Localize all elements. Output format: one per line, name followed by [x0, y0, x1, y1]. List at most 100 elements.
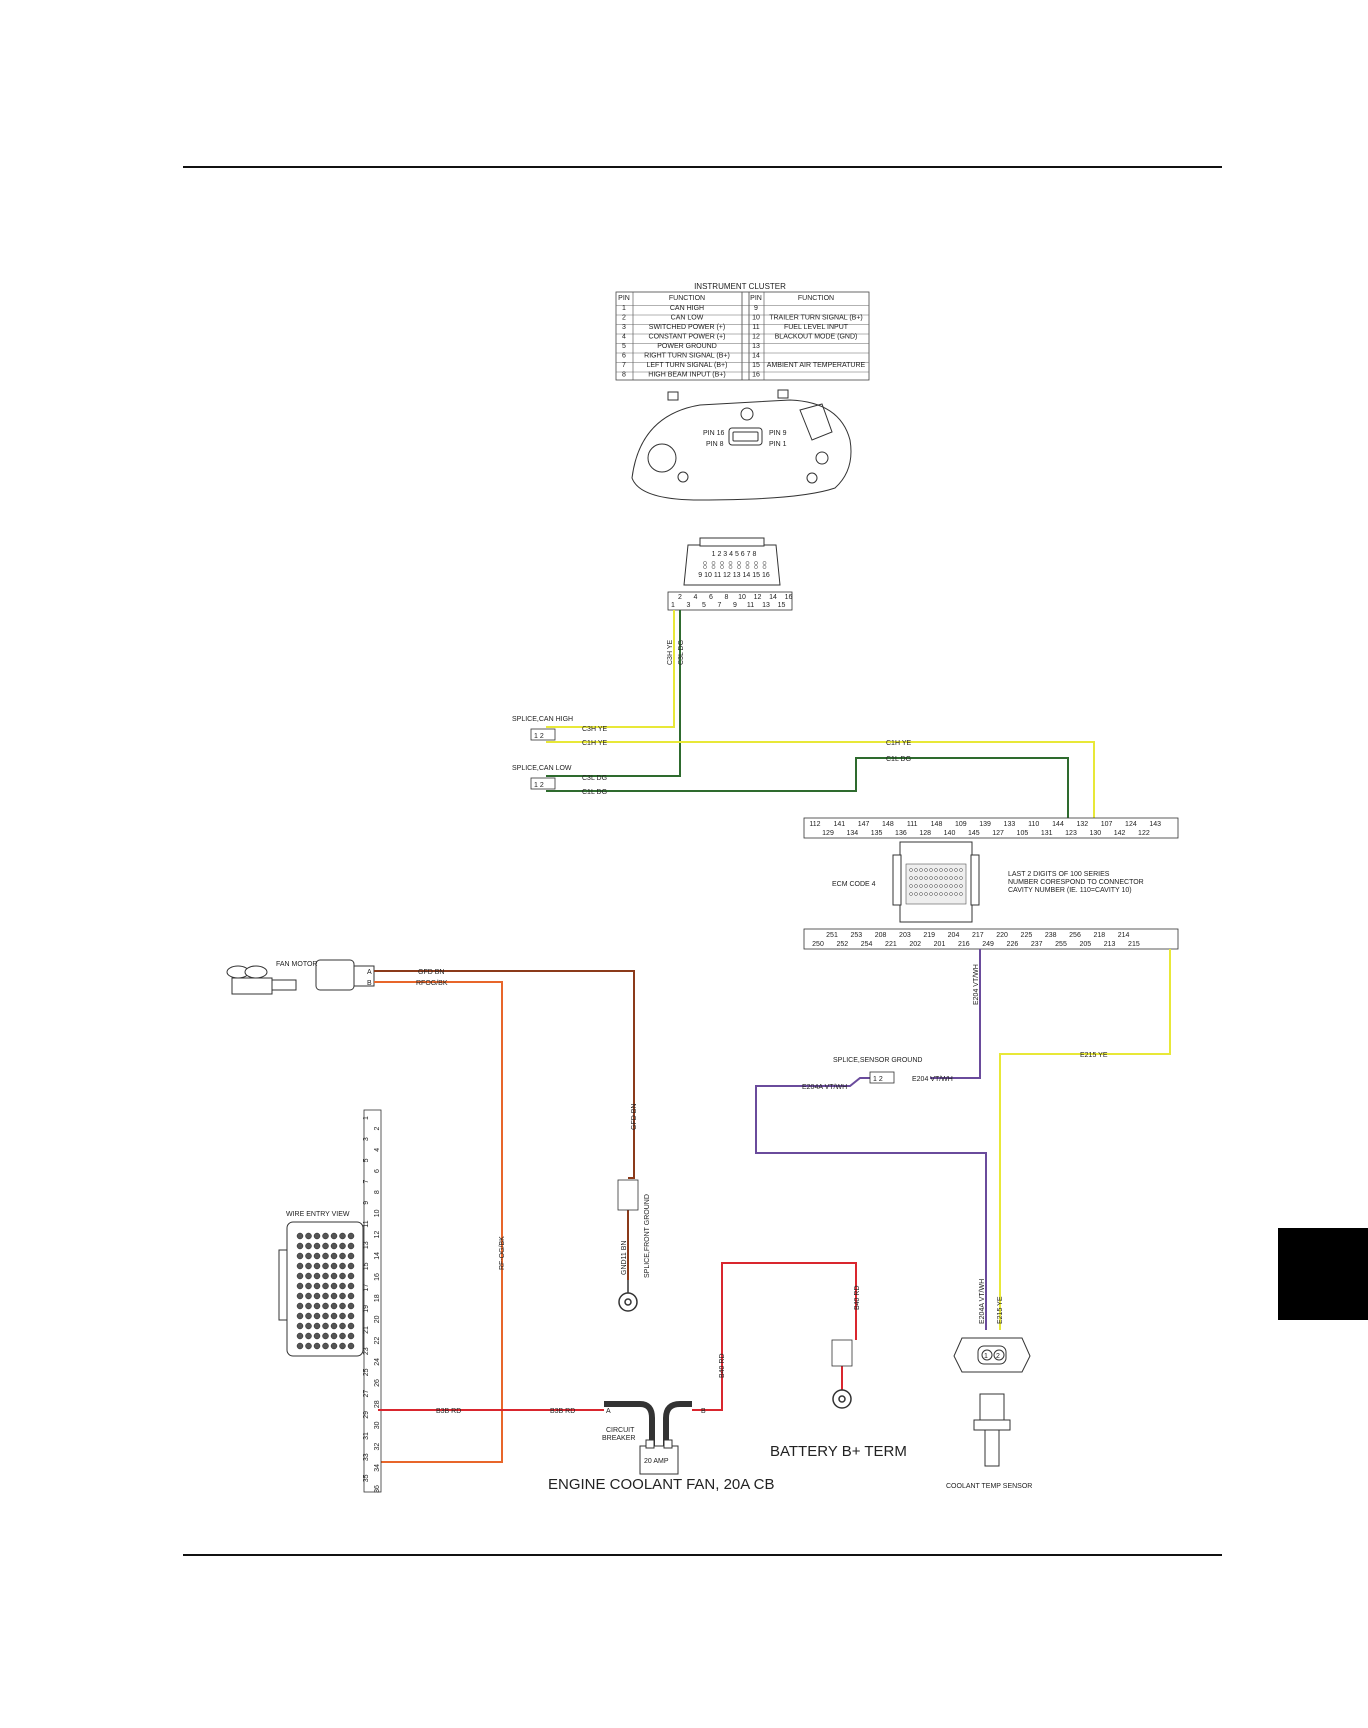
fuse-cavity — [322, 1252, 329, 1260]
wire-e204a — [755, 1077, 987, 1330]
ecm-cavity — [934, 884, 938, 888]
fuse-cavity — [322, 1332, 329, 1340]
splice-can-low-label: SPLICE,CAN LOW — [512, 765, 572, 772]
ecm-top-pin: 130 — [1089, 830, 1101, 837]
strip-pin-bottom: 11 — [747, 602, 754, 609]
cluster-connector: 1 2 3 4 5 6 7 8 9 10 11 12 13 14 15 16 — [683, 537, 781, 586]
fuse-cavity — [330, 1242, 338, 1250]
ecm-top-pin: 134 — [846, 830, 858, 837]
splice-front-ground — [617, 1179, 639, 1211]
connector-cavity — [762, 565, 767, 569]
ecm-cavity — [924, 876, 928, 880]
fuse-cavity — [296, 1302, 304, 1310]
splice-can-high-pins: 1 2 — [534, 733, 544, 740]
wire-gfd — [374, 970, 635, 1179]
table-pin-left: 7 — [622, 362, 626, 369]
fuse-cavity — [339, 1242, 346, 1250]
fuse-cavity — [305, 1262, 312, 1270]
ecm-label: ECM CODE 4 — [832, 881, 876, 888]
ecm-top-pin: 140 — [944, 830, 956, 837]
label-c1h: C1H YE — [582, 740, 607, 747]
fuse-cavity — [347, 1342, 355, 1350]
fuse-cavity — [296, 1272, 304, 1280]
fuse-cavity — [313, 1252, 321, 1260]
fuse-cavity — [296, 1252, 304, 1260]
fuse-cavity — [322, 1282, 329, 1290]
ecm-cavity — [959, 876, 963, 880]
label-pin16: PIN 16 — [703, 430, 725, 437]
ecm-bottom-pin: 219 — [923, 932, 935, 939]
wire-c3l — [582, 610, 681, 777]
ecm-bottom-pin: 201 — [934, 941, 946, 948]
fuse-cavity — [305, 1272, 312, 1280]
label-gfd: GFD BN — [418, 969, 444, 976]
ground-ring-terminal — [618, 1280, 638, 1312]
ecm-cavity — [929, 892, 933, 896]
fuse-cavity — [347, 1242, 355, 1250]
fuse-pin-label: 14 — [374, 1252, 381, 1260]
ecm-top-pin: 133 — [1004, 821, 1016, 828]
ecm-note-3: CAVITY NUMBER (IE. 110=CAVITY 10) — [1008, 887, 1132, 894]
ecm-bottom-pin: 202 — [909, 941, 921, 948]
table-pin-left: 6 — [622, 353, 626, 360]
fuse-cavity — [339, 1262, 346, 1270]
ecm-cavity — [914, 892, 918, 896]
ecm-cavity — [914, 868, 918, 872]
ecm-top-pin: 128 — [919, 830, 931, 837]
fuse-cavity — [339, 1292, 346, 1300]
fuse-pin-label: 34 — [374, 1464, 381, 1472]
table-pin-right: 14 — [752, 353, 760, 360]
ecm-top-pin: 110 — [1028, 821, 1039, 828]
table-fn-left: CONSTANT POWER (+) — [649, 334, 726, 341]
fuse-cavity — [296, 1262, 304, 1270]
fuse-cavity — [296, 1232, 304, 1240]
label-b38-a: B3B RD — [436, 1408, 461, 1415]
ecm-top-pin: 147 — [858, 821, 870, 828]
table-fn-left: HIGH BEAM INPUT (B+) — [648, 372, 725, 379]
fuse-cavity — [347, 1312, 355, 1320]
fuse-pin-label: 10 — [374, 1209, 381, 1217]
fuse-cavity — [339, 1232, 346, 1240]
ecm-cavity — [939, 892, 943, 896]
label-e215: E215 YE — [1080, 1052, 1108, 1059]
fuse-cavity — [313, 1292, 321, 1300]
fuse-cavity — [339, 1312, 346, 1320]
fuse-pin-label: 33 — [363, 1453, 370, 1461]
ecm-cavity — [944, 868, 948, 872]
fuse-pin-label: 20 — [374, 1315, 381, 1323]
ecm-top-pin: 144 — [1052, 821, 1064, 828]
ecm-cavity — [909, 868, 913, 872]
connector-cavity — [703, 565, 707, 569]
fuse-cavity — [313, 1262, 321, 1270]
battery-ring-terminal — [832, 1389, 852, 1409]
table-fn-right: BLACKOUT MODE (GND) — [775, 334, 858, 341]
fuse-cavity — [305, 1282, 312, 1290]
ecm-bottom-pin: 220 — [996, 932, 1008, 939]
ecm-top-pin: 109 — [955, 821, 967, 828]
fuse-cavity — [305, 1292, 312, 1300]
label-gnd11-vertical: GND11 BN — [621, 1241, 628, 1276]
fuse-cavity — [330, 1232, 338, 1240]
breaker-label-2: BREAKER — [602, 1435, 635, 1442]
sensor-pin-2: 2 — [996, 1353, 1000, 1360]
table-pin-right: 11 — [752, 324, 759, 331]
label-pin8: PIN 8 — [706, 441, 724, 448]
ecm-cavity — [944, 884, 948, 888]
fuse-pin-label: 11 — [363, 1220, 370, 1227]
fuse-cavity — [305, 1242, 312, 1250]
table-pin-left: 3 — [622, 324, 626, 331]
ecm-top-pin: 111 — [907, 821, 918, 828]
connector-cavity — [720, 565, 724, 569]
ecm-bottom-pin: 254 — [861, 941, 873, 948]
fuse-pin-label: 19 — [363, 1305, 370, 1313]
ecm-cavity — [919, 892, 923, 896]
fan-pin-a: A — [367, 969, 372, 976]
fuse-cavity — [305, 1342, 312, 1350]
fuse-cavity — [313, 1342, 321, 1350]
ecm-note-2: NUMBER CORESPOND TO CONNECTOR — [1008, 879, 1144, 886]
col-function-right: FUNCTION — [798, 295, 834, 302]
label-pin9: PIN 9 — [769, 430, 787, 437]
fuse-pin-label: 1 — [363, 1116, 370, 1120]
fuse-cavity — [322, 1272, 329, 1280]
